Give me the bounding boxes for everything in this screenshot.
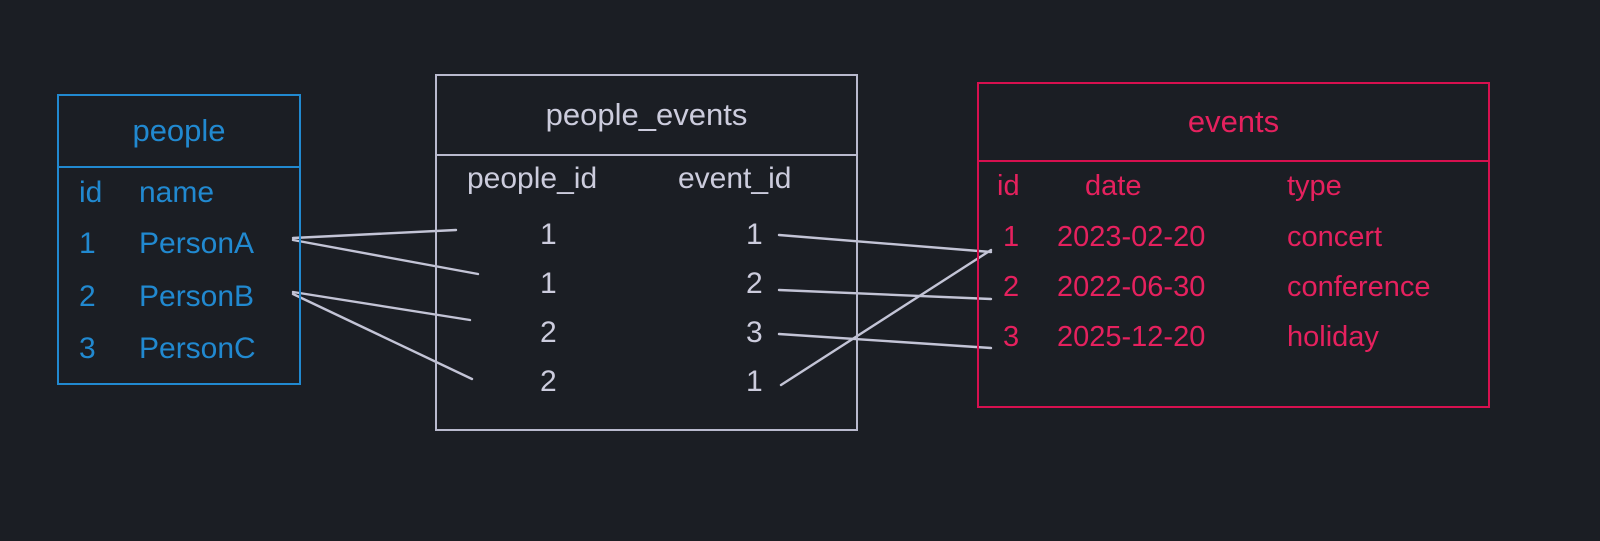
cell-event-type: concert	[1287, 221, 1383, 253]
cell-people-name: PersonA	[139, 227, 255, 260]
table-people-title: people	[132, 113, 226, 148]
cell-people-id: 2	[540, 365, 557, 398]
cell-event-id: 2	[1003, 271, 1020, 303]
cell-event-type: conference	[1287, 271, 1431, 303]
column-header-event-id: event_id	[678, 162, 792, 195]
cell-event-id: 3	[746, 316, 763, 349]
table-people-body: id name 1 PersonA 2 PersonB 3 PersonC	[59, 166, 299, 383]
cell-event-id: 2	[746, 267, 763, 300]
cell-event-id: 1	[1003, 221, 1020, 253]
column-header-date: date	[1085, 170, 1142, 202]
column-header-id: id	[997, 170, 1020, 202]
cell-people-id: 1	[79, 227, 96, 260]
cell-event-id: 1	[746, 365, 763, 398]
table-events-title: events	[1187, 104, 1280, 139]
table-people-events-body: people_id event_id 1 1 1 2 2 3 2 1	[437, 154, 856, 429]
cell-people-id: 2	[79, 280, 96, 313]
table-events[interactable]: events id date type 1 2023-02-20 concert…	[977, 82, 1490, 408]
table-people[interactable]: people id name 1 PersonA 2 PersonB 3 Per…	[57, 94, 301, 385]
cell-event-date: 2025-12-20	[1057, 321, 1206, 353]
cell-event-date: 2022-06-30	[1057, 271, 1206, 303]
cell-people-name: PersonC	[139, 332, 256, 365]
column-header-id: id	[79, 176, 103, 209]
column-header-name: name	[139, 176, 215, 209]
table-events-body: id date type 1 2023-02-20 concert 2 2022…	[979, 160, 1488, 406]
cell-people-id: 3	[79, 332, 96, 365]
column-header-people-id: people_id	[467, 162, 598, 195]
cell-people-id: 1	[540, 267, 557, 300]
table-people-events[interactable]: people_events people_id event_id 1 1 1 2…	[435, 74, 858, 431]
cell-event-id: 1	[746, 218, 763, 251]
cell-event-date: 2023-02-20	[1057, 221, 1206, 253]
cell-event-type: holiday	[1287, 321, 1379, 353]
cell-event-id: 3	[1003, 321, 1020, 353]
table-people-events-title: people_events	[545, 97, 748, 132]
link-personA-to-row1	[291, 228, 458, 240]
cell-people-name: PersonB	[139, 280, 255, 313]
cell-people-id: 2	[540, 316, 557, 349]
cell-people-id: 1	[540, 218, 557, 251]
column-header-type: type	[1287, 170, 1342, 202]
